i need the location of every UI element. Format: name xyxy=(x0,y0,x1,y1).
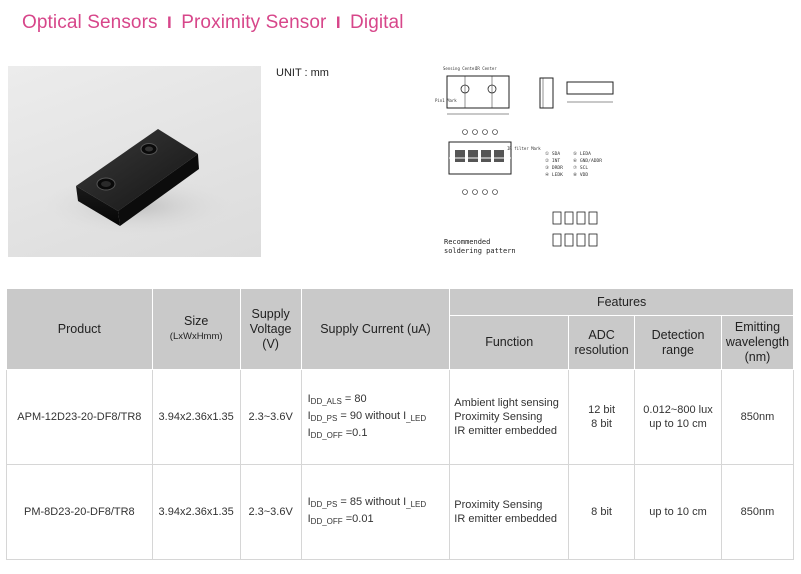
cell-product: PM-8D23-20-DF8/TR8 xyxy=(6,464,153,560)
header-supply-current: Supply Current (uA) xyxy=(300,288,451,370)
header-product: Product xyxy=(6,288,153,370)
soldering-pattern-label: soldering pattern xyxy=(444,247,516,255)
header-emitting: Emitting wavelength (nm) xyxy=(720,315,795,370)
unit-label: UNIT : mm xyxy=(276,67,329,79)
header-size-line1: Size xyxy=(184,314,209,328)
header-voltage-line2: Voltage xyxy=(249,321,292,336)
cell-voltage: 2.3~3.6V xyxy=(239,464,302,560)
current-line: IDD_PS = 90 without I_LED xyxy=(307,409,427,423)
cell-wavelength: 850nm xyxy=(720,369,795,465)
function-line: IR emitter embedded xyxy=(454,513,557,525)
header-voltage-line3: (V) xyxy=(262,336,279,351)
spec-table: Product Size (LxWxHmm) Supply Voltage (V… xyxy=(6,288,795,560)
function-line: Proximity Sensing xyxy=(454,411,543,423)
cell-adc: 12 bit 8 bit xyxy=(568,369,636,465)
cell-function: Proximity Sensing IR emitter embedded xyxy=(449,464,570,560)
header-adc-line2: resolution xyxy=(574,342,629,357)
cell-detection: 0.012~800 lux up to 10 cm xyxy=(634,369,722,465)
header-size: Size (LxWxHmm) xyxy=(151,288,241,370)
pin1-mark-label: Pin1 Mark xyxy=(435,98,457,103)
header-function: Function xyxy=(449,315,570,370)
cell-function: Ambient light sensing Proximity Sensing … xyxy=(449,369,570,465)
ir-center-label: IR Center xyxy=(475,66,497,71)
header-features: Features xyxy=(449,288,794,316)
dimension-drawing-svg: Sensing Center IR Center Pin1 Mark IR fi… xyxy=(435,66,614,255)
header-emitting-line3: (nm) xyxy=(744,350,771,364)
table-row: PM-8D23-20-DF8/TR8 3.94x2.36x1.35 2.3~3.… xyxy=(6,464,795,560)
adc-line: 12 bit xyxy=(588,404,616,416)
breadcrumb-digital: Digital xyxy=(350,12,404,33)
pin-legend-2: ② INT xyxy=(545,158,560,164)
function-line: Ambient light sensing xyxy=(454,397,559,409)
pin-legend-4: ④ LEDK xyxy=(545,172,563,178)
cell-adc: 8 bit xyxy=(568,464,636,560)
dimension-drawing: Sensing Center IR Center Pin1 Mark IR fi… xyxy=(435,62,625,262)
pin-legend-8: ⑧ VDD xyxy=(573,172,588,178)
header-size-line2: (LxWxHmm) xyxy=(169,331,223,342)
pin-legend-3: ③ DRDR xyxy=(545,165,563,171)
cell-product: APM-12D23-20-DF8/TR8 xyxy=(6,369,153,465)
breadcrumb-separator: I xyxy=(335,13,341,32)
sensor-chip-image xyxy=(43,129,233,236)
function-line: IR emitter embedded xyxy=(454,425,557,437)
header-detection: Detection range xyxy=(634,315,722,370)
top-pin-numbers xyxy=(462,129,498,135)
header-adc: ADC resolution xyxy=(568,315,636,370)
product-photo xyxy=(8,66,261,257)
current-line: IDD_OFF =0.01 xyxy=(307,513,374,526)
current-line: IDD_OFF =0.1 xyxy=(307,426,368,440)
header-detection-line2: range xyxy=(662,342,694,357)
recommended-label: Recommended xyxy=(444,238,490,246)
cell-voltage: 2.3~3.6V xyxy=(239,369,302,465)
breadcrumb-separator: I xyxy=(167,13,172,32)
ir-filter-mark-label: IR filter Mark xyxy=(507,146,541,151)
sensing-center-label: Sensing Center xyxy=(443,66,477,71)
header-supply-voltage: Supply Voltage (V) xyxy=(239,288,302,370)
breadcrumb-proximity-sensor: Proximity Sensor xyxy=(181,12,327,33)
cell-supply-current: IDD_ALS = 80 IDD_PS = 90 without I_LED I… xyxy=(300,369,451,465)
pin-legend-6: ⑥ GND/ADDR xyxy=(573,158,602,164)
header-emitting-line2: wavelength xyxy=(725,335,790,349)
pin-legend-7: ⑦ SCL xyxy=(573,165,588,171)
cell-detection: up to 10 cm xyxy=(634,464,722,560)
pin-legend-1: ① SDA xyxy=(545,151,560,157)
header-detection-line1: Detection xyxy=(651,327,705,342)
current-line: IDD_PS = 85 without I_LED xyxy=(307,496,427,509)
breadcrumb-optical-sensors: Optical Sensors xyxy=(22,12,158,33)
detection-line: up to 10 cm xyxy=(649,418,707,430)
header-emitting-line1: Emitting xyxy=(734,320,781,334)
page-title: Optical Sensors I Proximity Sensor I Dig… xyxy=(22,12,404,34)
pin-legend-5: ⑤ LEDA xyxy=(573,151,591,157)
function-line: Proximity Sensing xyxy=(454,499,543,511)
cell-size: 3.94x2.36x1.35 xyxy=(151,464,241,560)
adc-line: 8 bit xyxy=(591,418,612,430)
header-voltage-line1: Supply xyxy=(251,306,290,321)
header-adc-line1: ADC xyxy=(588,327,615,342)
bottom-pin-numbers xyxy=(462,189,498,195)
cell-supply-current: IDD_PS = 85 without I_LED IDD_OFF =0.01 xyxy=(300,464,451,560)
current-line: IDD_ALS = 80 xyxy=(307,392,367,406)
cell-wavelength: 850nm xyxy=(720,464,795,560)
cell-size: 3.94x2.36x1.35 xyxy=(151,369,241,465)
table-row: APM-12D23-20-DF8/TR8 3.94x2.36x1.35 2.3~… xyxy=(6,369,795,465)
detection-line: 0.012~800 lux xyxy=(643,404,713,416)
